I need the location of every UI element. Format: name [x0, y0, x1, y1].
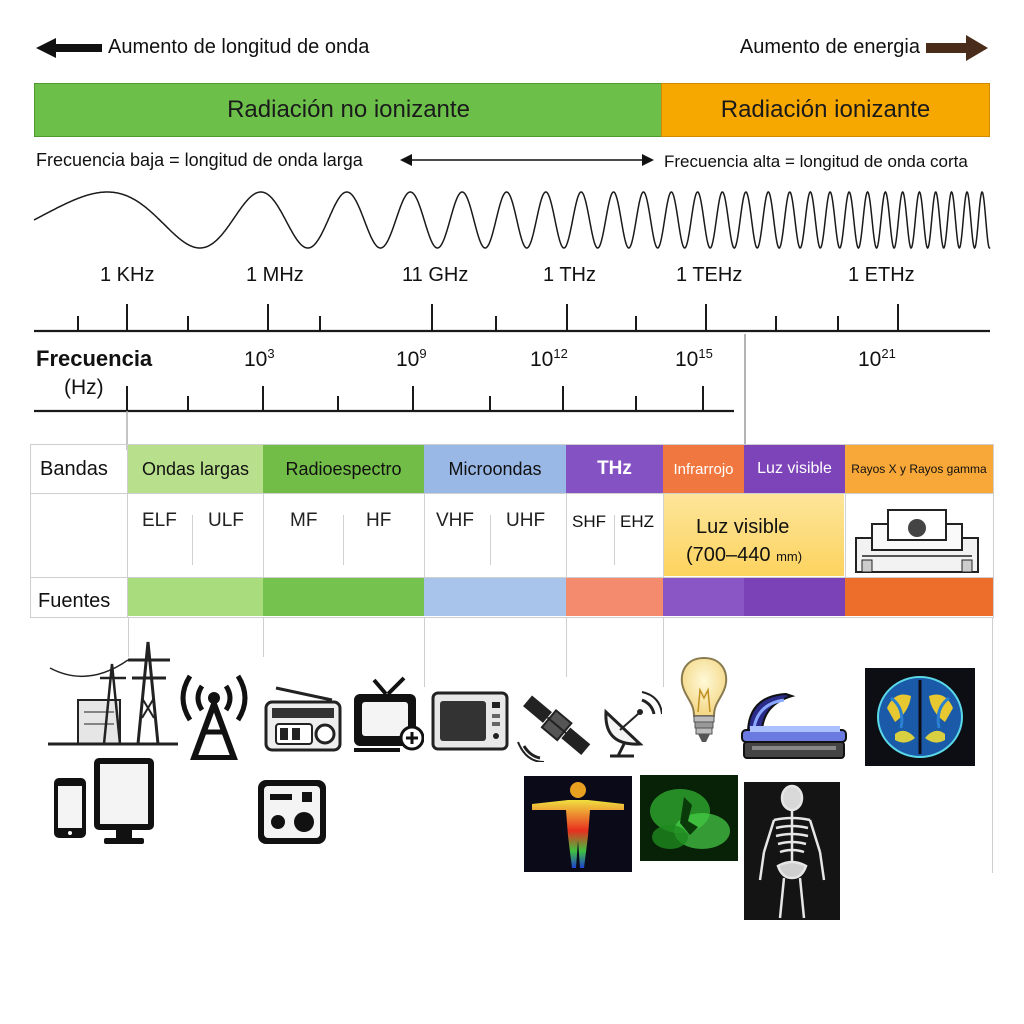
- sources-header: Fuentes: [38, 590, 111, 612]
- exponent-1e3: 103: [244, 346, 275, 371]
- speaker-device-icon: [256, 778, 328, 846]
- freq-label-khz: 1 KHz: [100, 264, 155, 286]
- brain-scan-image: [865, 668, 975, 766]
- band-radio-spectrum: Radioespectro: [263, 445, 424, 493]
- band-long-waves: Ondas largas: [128, 445, 263, 493]
- band-xrays-gamma: Rayos X y Rayos gamma: [845, 445, 993, 493]
- visible-light-cell: Luz visible (700–440 mm): [664, 494, 844, 576]
- low-frequency-caption: Frecuencia baja = longitud de onda larga: [36, 150, 363, 170]
- band-visible-light: Luz visible: [744, 445, 845, 493]
- sub-band-ehz: EHZ: [620, 512, 654, 531]
- sub-band-mf: MF: [290, 510, 318, 531]
- light-bulb-icon: [676, 654, 732, 746]
- source-color-long-waves: [128, 578, 263, 616]
- sub-band-shf: SHF: [572, 512, 606, 531]
- source-color-xray: [845, 578, 993, 616]
- freq-label-mhz: 1 MHz: [246, 264, 304, 286]
- power-line-icon: [48, 638, 178, 748]
- sub-band-elf: ELF: [142, 510, 177, 531]
- source-guides: [0, 617, 1024, 877]
- double-arrow-icon: [400, 152, 654, 168]
- source-color-visible: [744, 578, 845, 616]
- sub-band-hf: HF: [366, 510, 392, 531]
- xray-machine-icon: [852, 506, 982, 576]
- night-vision-image: [640, 775, 738, 861]
- freq-label-thz: 1 THz: [543, 264, 596, 286]
- satellite-dish-icon: [598, 690, 663, 760]
- right-arrow-icon: [926, 35, 988, 61]
- frequency-axes: [34, 304, 990, 450]
- frequency-axis-label: Frecuencia: [36, 346, 153, 371]
- mobile-phone-icon: [52, 776, 88, 840]
- source-color-microwaves: [424, 578, 566, 616]
- ionizing-label: Radiación ionizante: [720, 96, 931, 123]
- exponent-1e21: 1021: [858, 346, 896, 371]
- skeleton-xray-image: [744, 782, 840, 920]
- non-ionizing-bar: Radiación no ionizante: [34, 83, 663, 137]
- thermal-body-image: [524, 776, 632, 872]
- left-arrow-icon: [36, 38, 102, 58]
- source-color-thz: [566, 578, 663, 616]
- freq-label-ghz: 11 GHz: [402, 264, 469, 286]
- tanning-bed-icon: [738, 690, 850, 762]
- ionizing-bar: Radiación ionizante: [661, 83, 990, 137]
- radio-icon: [262, 684, 344, 754]
- visible-light-title: Luz visible: [696, 516, 790, 538]
- television-icon: [350, 676, 425, 756]
- satellite-icon: [516, 690, 596, 763]
- wavelength-increase-label: Aumento de longitud de onda: [108, 36, 370, 58]
- sub-band-ulf: ULF: [208, 510, 244, 531]
- source-color-radio: [263, 578, 424, 616]
- non-ionizing-label: Radiación no ionizante: [227, 96, 470, 123]
- exponent-1e12: 1012: [530, 346, 568, 371]
- band-infrared: Infrarrojo: [663, 445, 744, 493]
- sub-band-vhf: VHF: [436, 510, 474, 531]
- sub-band-dividers: [0, 493, 1024, 577]
- microwave-oven-icon: [430, 690, 510, 752]
- high-frequency-caption: Frecuencia alta = longitud de onda corta: [664, 152, 968, 171]
- exponent-1e15: 1015: [675, 346, 713, 371]
- energy-increase-label: Aumento de energia: [739, 36, 920, 58]
- band-microwaves: Microondas: [424, 445, 566, 493]
- electromagnetic-wave: [33, 190, 991, 250]
- radio-tower-icon: [176, 668, 252, 761]
- source-color-infrared: [663, 578, 744, 616]
- exponent-1e9: 109: [396, 346, 427, 371]
- freq-label-ethz: 1 ETHz: [848, 264, 915, 286]
- visible-light-range: (700–440 mm): [686, 544, 803, 566]
- bands-header: Bandas: [40, 458, 108, 480]
- frequency-unit-label: (Hz): [64, 376, 104, 399]
- band-thz: THz: [566, 445, 663, 493]
- freq-label-tehz: 1 TEHz: [676, 264, 743, 286]
- bands-table: [30, 444, 994, 618]
- computer-monitor-icon: [92, 756, 156, 846]
- sub-band-uhf: UHF: [506, 510, 546, 531]
